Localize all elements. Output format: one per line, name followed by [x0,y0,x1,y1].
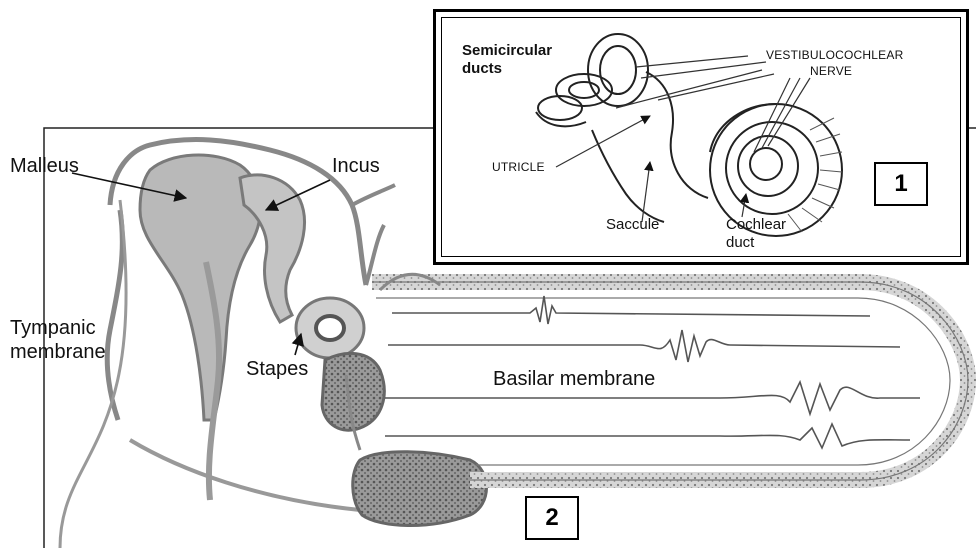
label-basilar-membrane: Basilar membrane [493,367,655,391]
cochlea-tube [372,282,968,480]
figure-2-badge: 2 [525,496,579,540]
figure-1-badge: 1 [874,162,928,206]
figure-1-inset: Semicircular ducts VESTIBULOCOCHLEAR NER… [433,9,969,265]
label-utricle: UTRICLE [492,160,545,174]
label-cochlear-duct: Cochlear duct [726,216,790,252]
label-semicircular-ducts: Semicircular ducts [462,42,562,78]
label-malleus: Malleus [10,154,79,178]
semicircular-duct-2 [556,74,612,106]
label-tympanic-membrane: Tympanic membrane [10,316,140,364]
label-vestibulocochlear: VESTIBULOCOCHLEAR [766,48,903,62]
label-stapes: Stapes [246,357,308,381]
round-window-shape [322,353,384,430]
label-saccule: Saccule [606,216,659,234]
label-nerve: NERVE [810,64,852,78]
label-incus: Incus [332,154,380,178]
vestibule-body [592,72,708,222]
